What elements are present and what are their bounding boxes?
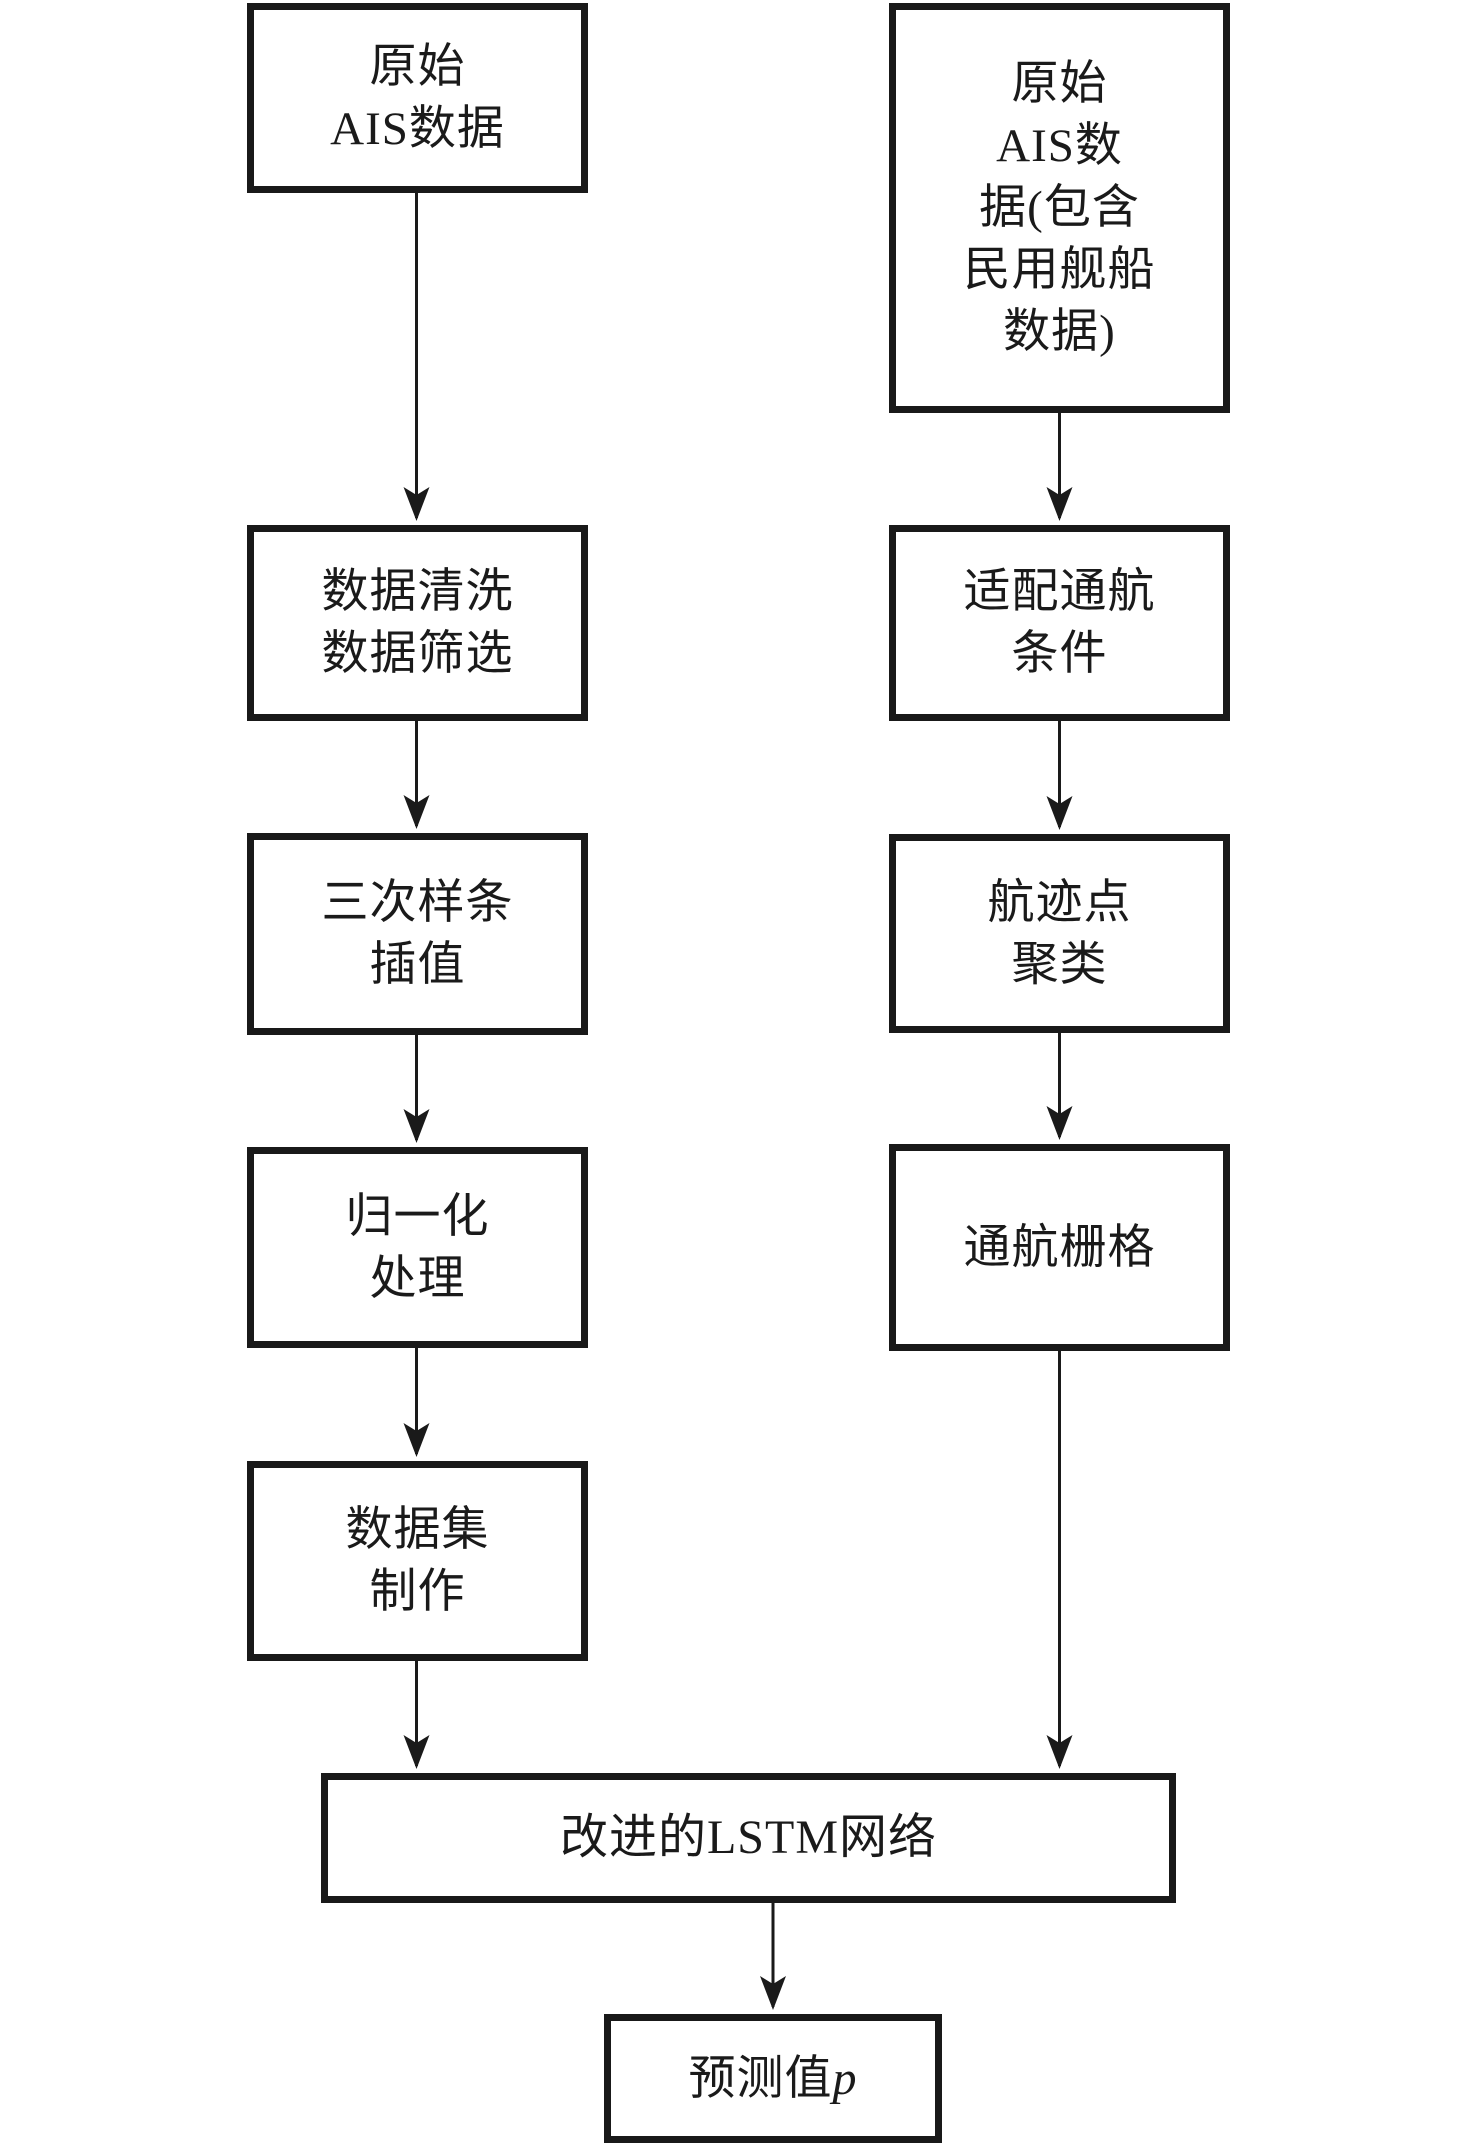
flow-box-raw-ais: 原始 AIS数据 [247,3,588,193]
flow-box-prediction-label: 预测值p [689,2048,858,2110]
flow-box-cubic-spline-label: 三次样条 插值 [321,877,514,991]
flow-box-data-cleaning-label: 数据清洗 数据筛选 [321,566,514,680]
flow-box-cubic-spline: 三次样条 插值 [247,833,588,1035]
flow-box-nav-grid: 通航栅格 [889,1144,1230,1351]
flow-box-raw-ais-civilian-label: 原始 AIS数 据(包含 民用舰船 数据) [963,58,1156,358]
flow-box-normalization: 归一化 处理 [247,1147,588,1348]
flow-box-raw-ais-label: 原始 AIS数据 [330,41,505,155]
flow-box-track-clustering: 航迹点 聚类 [889,834,1230,1033]
flow-box-improved-lstm-label: 改进的LSTM网络 [559,1811,938,1864]
prediction-label-text: 预测值 [688,2052,833,2105]
flow-box-nav-conditions-label: 适配通航 条件 [963,566,1156,680]
flow-box-track-clustering-label: 航迹点 聚类 [987,876,1132,991]
flow-box-prediction: 预测值p [604,2014,942,2143]
flow-box-data-cleaning: 数据清洗 数据筛选 [247,525,588,721]
flow-box-dataset-creation: 数据集 制作 [247,1461,588,1661]
flow-box-dataset-creation-label: 数据集 制作 [345,1504,490,1618]
flow-box-nav-grid-label: 通航栅格 [963,1221,1156,1274]
flow-box-improved-lstm: 改进的LSTM网络 [321,1773,1176,1903]
flow-box-normalization-label: 归一化 处理 [345,1190,490,1305]
flow-box-nav-conditions: 适配通航 条件 [889,525,1230,721]
flow-box-raw-ais-civilian: 原始 AIS数 据(包含 民用舰船 数据) [889,3,1230,413]
prediction-variable: p [832,2051,858,2105]
